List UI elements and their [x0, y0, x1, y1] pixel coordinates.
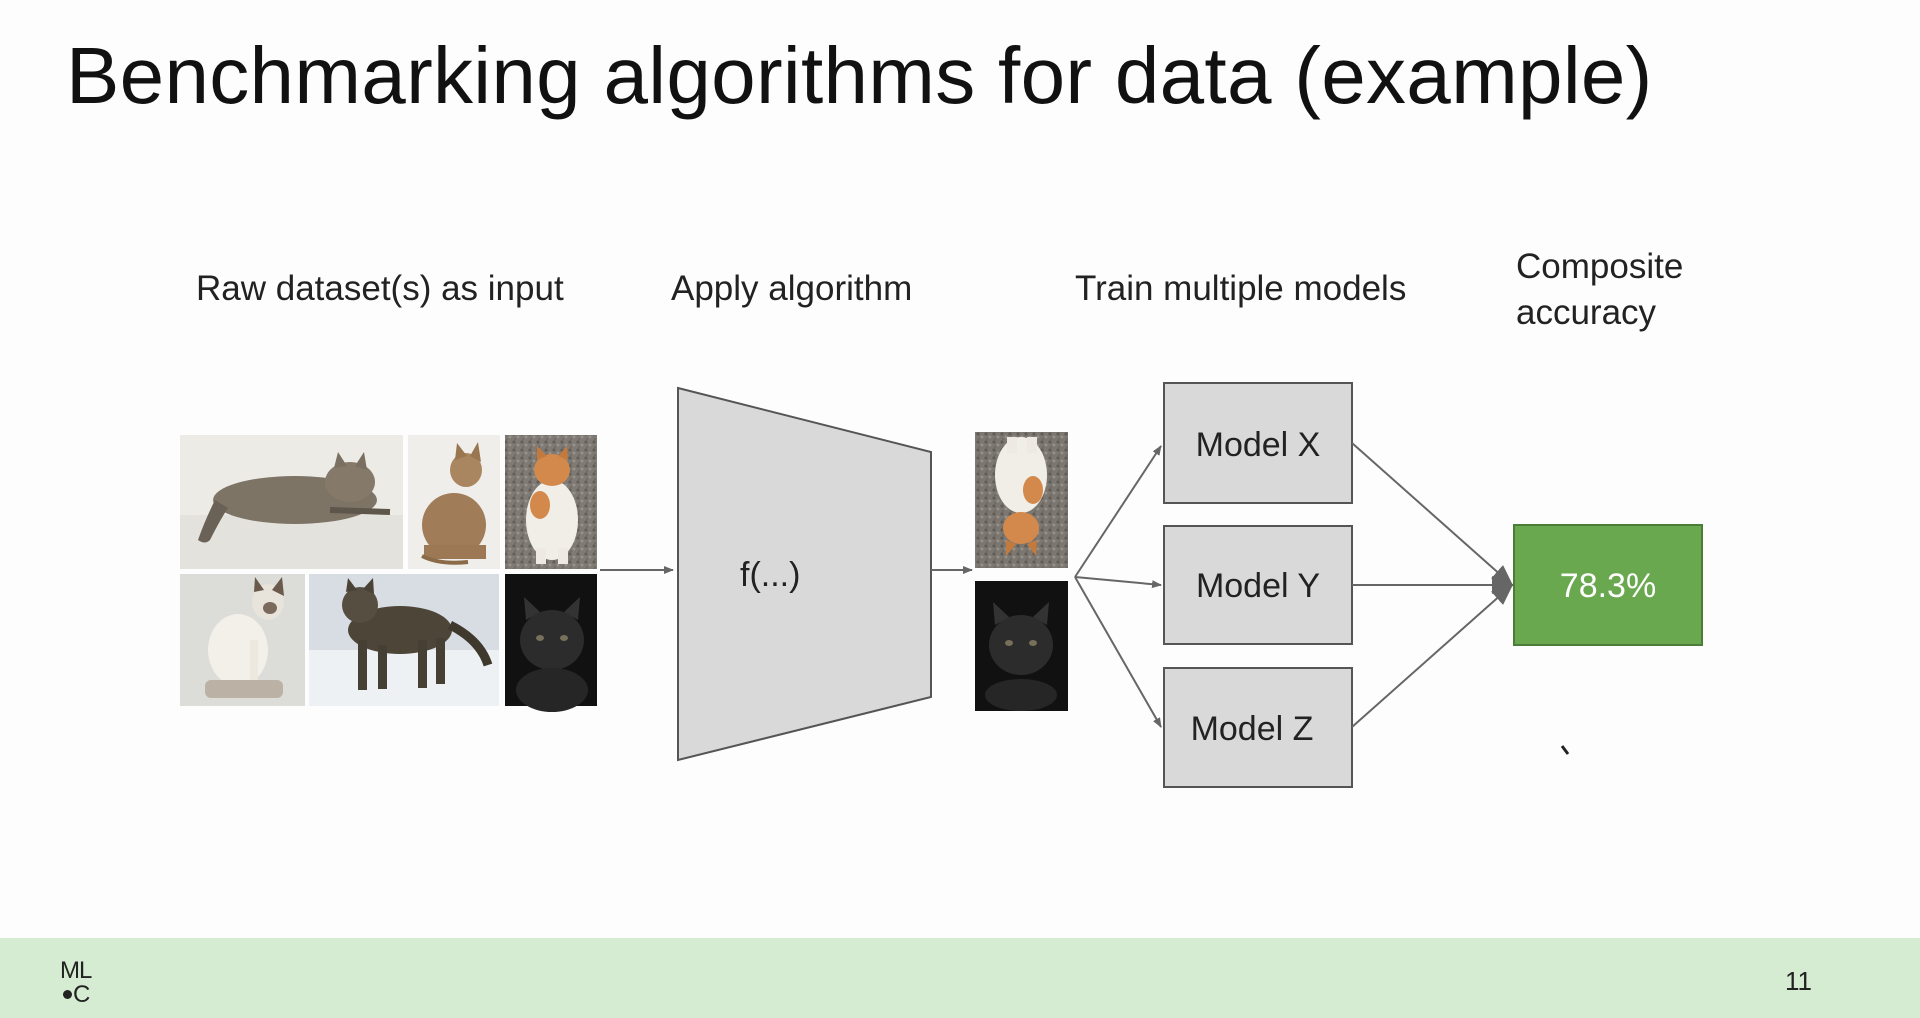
model-box-x: Model X	[1163, 382, 1353, 504]
cursor-mark	[1560, 745, 1570, 755]
cat-image-tabby-snow	[309, 574, 499, 706]
arrow-to-model-z	[1074, 576, 1162, 728]
model-y-label: Model Y	[1196, 567, 1320, 605]
cat-image-black-output	[975, 581, 1068, 711]
step-label-accuracy: Composite accuracy	[1516, 247, 1684, 332]
cat-image-orange-white	[505, 435, 597, 569]
arrow-to-model-y	[1074, 576, 1162, 589]
cat-image-siamese	[180, 574, 305, 706]
step-label-models: Train multiple models	[1075, 269, 1407, 308]
processed-dataset	[975, 432, 1068, 711]
step-label-algorithm: Apply algorithm	[671, 269, 913, 308]
cat-image-lying-tabby	[180, 435, 403, 569]
slide-title: Benchmarking algorithms for data (exampl…	[66, 31, 1653, 120]
algorithm-trapezoid	[677, 386, 932, 762]
raw-dataset-grid	[180, 435, 597, 712]
logo-c-text: C	[73, 981, 91, 1008]
cat-image-flipped	[975, 432, 1068, 568]
model-z-label: Model Z	[1191, 710, 1314, 748]
cat-image-sitting	[408, 435, 500, 569]
step-label-input: Raw dataset(s) as input	[196, 269, 564, 308]
accuracy-box: 78.3%	[1513, 524, 1703, 646]
model-x-label: Model X	[1196, 426, 1321, 464]
footer-band: ML C 11	[0, 938, 1920, 1018]
logo-dot	[63, 990, 72, 999]
logo-ml-text: ML	[60, 957, 92, 984]
arrow-to-model-x	[1074, 445, 1162, 578]
function-label: f(...)	[740, 556, 800, 594]
arrow-model-x-to-accuracy	[1351, 442, 1514, 587]
mlc-logo: ML C	[58, 957, 108, 1008]
model-box-z: Model Z	[1163, 667, 1353, 788]
page-number: 11	[1785, 966, 1812, 996]
model-box-y: Model Y	[1163, 525, 1353, 645]
pipeline-diagram: f(...)	[180, 382, 1703, 788]
arrow-model-z-to-accuracy	[1351, 583, 1514, 728]
cat-image-black	[505, 574, 597, 712]
accuracy-value: 78.3%	[1560, 567, 1656, 605]
